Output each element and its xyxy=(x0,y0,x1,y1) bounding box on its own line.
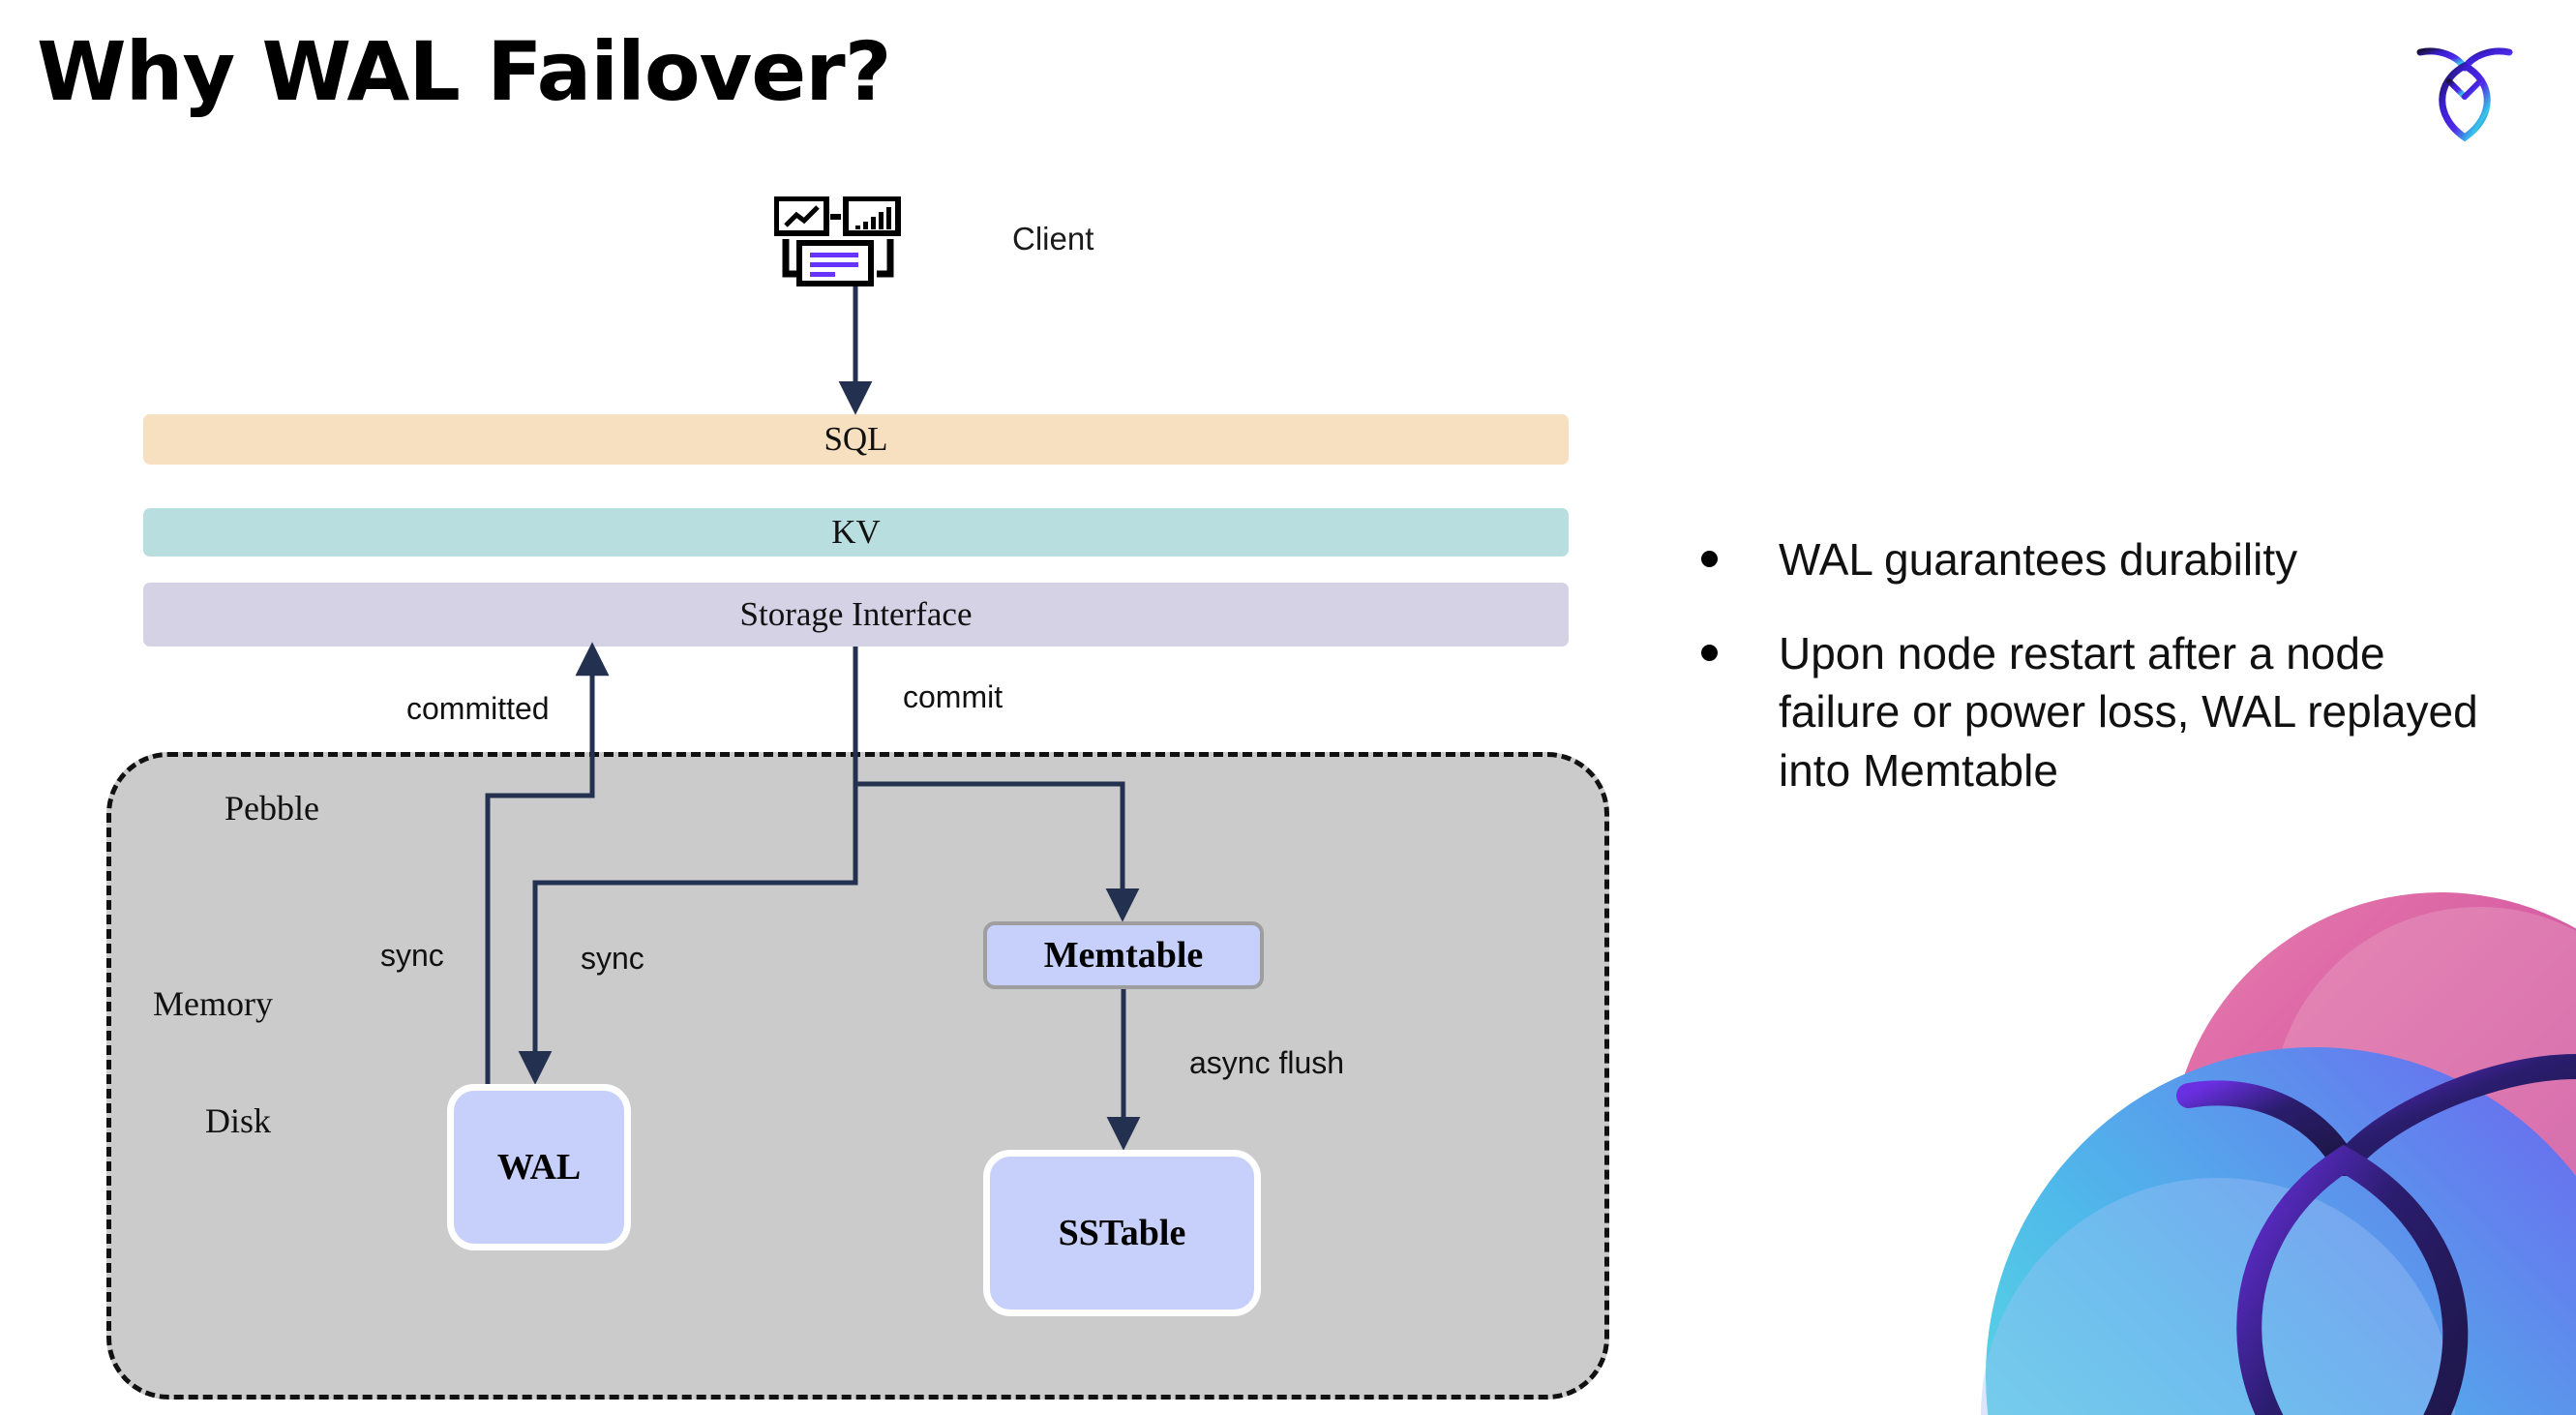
pebble-label: Pebble xyxy=(225,789,319,828)
node-memtable[interactable]: Memtable xyxy=(983,921,1264,989)
layer-bar-storage-interface: Storage Interface xyxy=(143,583,1569,647)
node-wal[interactable]: WAL xyxy=(447,1084,631,1250)
bullet-text: Upon node restart after a node failure o… xyxy=(1779,627,2478,797)
node-sstable[interactable]: SSTable xyxy=(983,1150,1261,1316)
layer-bar-storage-interface-label: Storage Interface xyxy=(739,595,973,633)
layer-bar-kv-label: KV xyxy=(831,513,881,551)
bullet-list: WAL guarantees durability Upon node rest… xyxy=(1701,530,2504,835)
disk-zone-label: Disk xyxy=(205,1101,272,1140)
edge-label-sync-left: sync xyxy=(380,938,444,973)
layer-bar-sql: SQL xyxy=(143,414,1569,465)
edge-label-commit: commit xyxy=(903,679,1003,714)
client-terminal-icon xyxy=(773,196,924,286)
node-memtable-label: Memtable xyxy=(1043,935,1204,976)
node-wal-label: WAL xyxy=(496,1147,582,1188)
memory-zone-label: Memory xyxy=(153,984,273,1023)
edge-label-async-flush: async flush xyxy=(1189,1045,1345,1080)
client-label: Client xyxy=(1012,221,1094,256)
bullet-text: WAL guarantees durability xyxy=(1779,534,2298,585)
cockroach-logo xyxy=(2407,35,2523,155)
edge-label-committed: committed xyxy=(406,691,550,726)
pebble-container xyxy=(106,752,1609,1400)
bullet-dot-icon xyxy=(1701,551,1718,567)
edge-label-sync-right: sync xyxy=(581,941,644,976)
list-item: Upon node restart after a node failure o… xyxy=(1701,624,2504,800)
layer-bar-sql-label: SQL xyxy=(824,420,888,458)
decorative-watermark xyxy=(1899,873,2576,1415)
node-sstable-label: SSTable xyxy=(1058,1213,1186,1253)
page-title: Why WAL Failover? xyxy=(37,24,891,119)
layer-bar-kv: KV xyxy=(143,508,1569,557)
bullet-dot-icon xyxy=(1701,644,1718,661)
list-item: WAL guarantees durability xyxy=(1701,530,2504,589)
